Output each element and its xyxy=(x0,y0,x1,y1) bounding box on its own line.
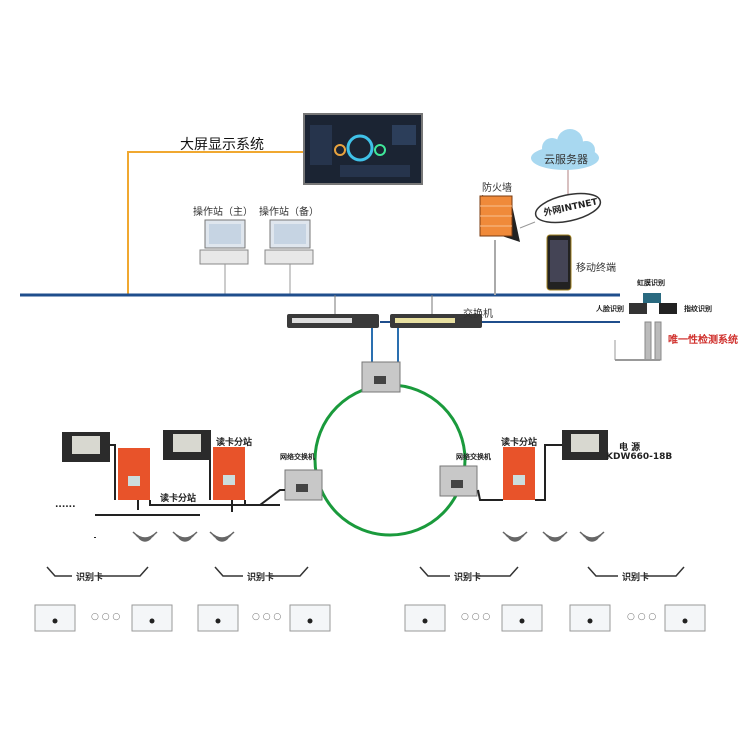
detection-gate xyxy=(614,321,662,361)
card-bracket xyxy=(587,566,618,577)
cabling xyxy=(94,444,562,538)
card-bracket xyxy=(419,566,450,577)
ring-network xyxy=(313,383,467,537)
mobile-terminal-icon xyxy=(546,234,572,291)
card-dots: ○ ○ ○ xyxy=(627,612,657,622)
reader-station-label: 读卡分站 xyxy=(160,494,197,504)
reader-station-box-3 xyxy=(503,447,535,500)
display-system-label: 大屏显示系统 xyxy=(180,137,264,153)
reader-station-box-2 xyxy=(213,447,245,500)
card-dots: ○ ○ ○ xyxy=(252,612,282,622)
id-card-label: 识别卡 xyxy=(622,573,650,583)
power-box-1 xyxy=(62,432,110,462)
fingerprint-icon xyxy=(659,303,677,314)
id-card-icons xyxy=(34,604,706,632)
wireless-icon xyxy=(172,531,198,542)
card-bracket xyxy=(214,566,243,577)
net-switch-right-label: 网络交换机 xyxy=(456,453,491,461)
card-dots: ○ ○ ○ xyxy=(461,612,491,622)
id-card-label: 识别卡 xyxy=(247,573,275,583)
net-switch-left-box xyxy=(284,469,323,501)
reader-station-box-1 xyxy=(118,448,150,500)
power-box-3 xyxy=(562,430,608,460)
workstation-main xyxy=(199,219,249,265)
mobile-terminal-label: 移动终端 xyxy=(576,263,616,274)
fingerprint-label: 指纹识别 xyxy=(684,305,712,313)
station-backup-label: 操作站（备） xyxy=(259,207,319,218)
cloud-icon xyxy=(531,129,599,170)
wireless-icon xyxy=(209,531,235,542)
card-dots: ○ ○ ○ xyxy=(91,612,121,622)
net-switch-right-box xyxy=(439,465,478,497)
cloud-server-label: 云服务器 xyxy=(544,153,588,166)
ellipsis-label: ...... xyxy=(55,500,76,510)
display-link xyxy=(127,151,305,295)
iris-label: 虹膜识别 xyxy=(637,279,665,287)
iris-icon xyxy=(643,293,661,303)
internet-bubble xyxy=(534,192,602,224)
switch-1 xyxy=(287,314,379,328)
face-label: 人脸识别 xyxy=(596,305,624,313)
station-main-label: 操作站（主） xyxy=(193,207,253,218)
wireless-icon xyxy=(542,531,568,542)
firewall-label: 防火墙 xyxy=(482,183,512,194)
id-card-label: 识别卡 xyxy=(454,573,482,583)
power-box-2 xyxy=(163,430,211,460)
id-card-label: 识别卡 xyxy=(76,573,104,583)
wireless-icon xyxy=(132,531,158,542)
switch-2 xyxy=(390,314,482,328)
power-model-label: KDW660-18B xyxy=(606,452,673,462)
face-icon xyxy=(629,303,647,314)
wireless-icon xyxy=(502,531,528,542)
ring-switch-top xyxy=(361,361,401,393)
display-monitor xyxy=(303,113,423,185)
switch-label: 交换机 xyxy=(463,309,493,320)
firewall-icon xyxy=(479,195,520,242)
uniqueness-system-label: 唯一性检测系统 xyxy=(668,335,738,346)
power-label: 电 源 xyxy=(619,443,641,453)
wireless-icon xyxy=(579,531,605,542)
reader-station-label: 读卡分站 xyxy=(216,438,253,448)
workstation-backup xyxy=(264,219,314,265)
card-bracket xyxy=(46,566,72,577)
reader-station-label: 读卡分站 xyxy=(501,438,538,448)
net-switch-left-label: 网络交换机 xyxy=(280,453,315,461)
